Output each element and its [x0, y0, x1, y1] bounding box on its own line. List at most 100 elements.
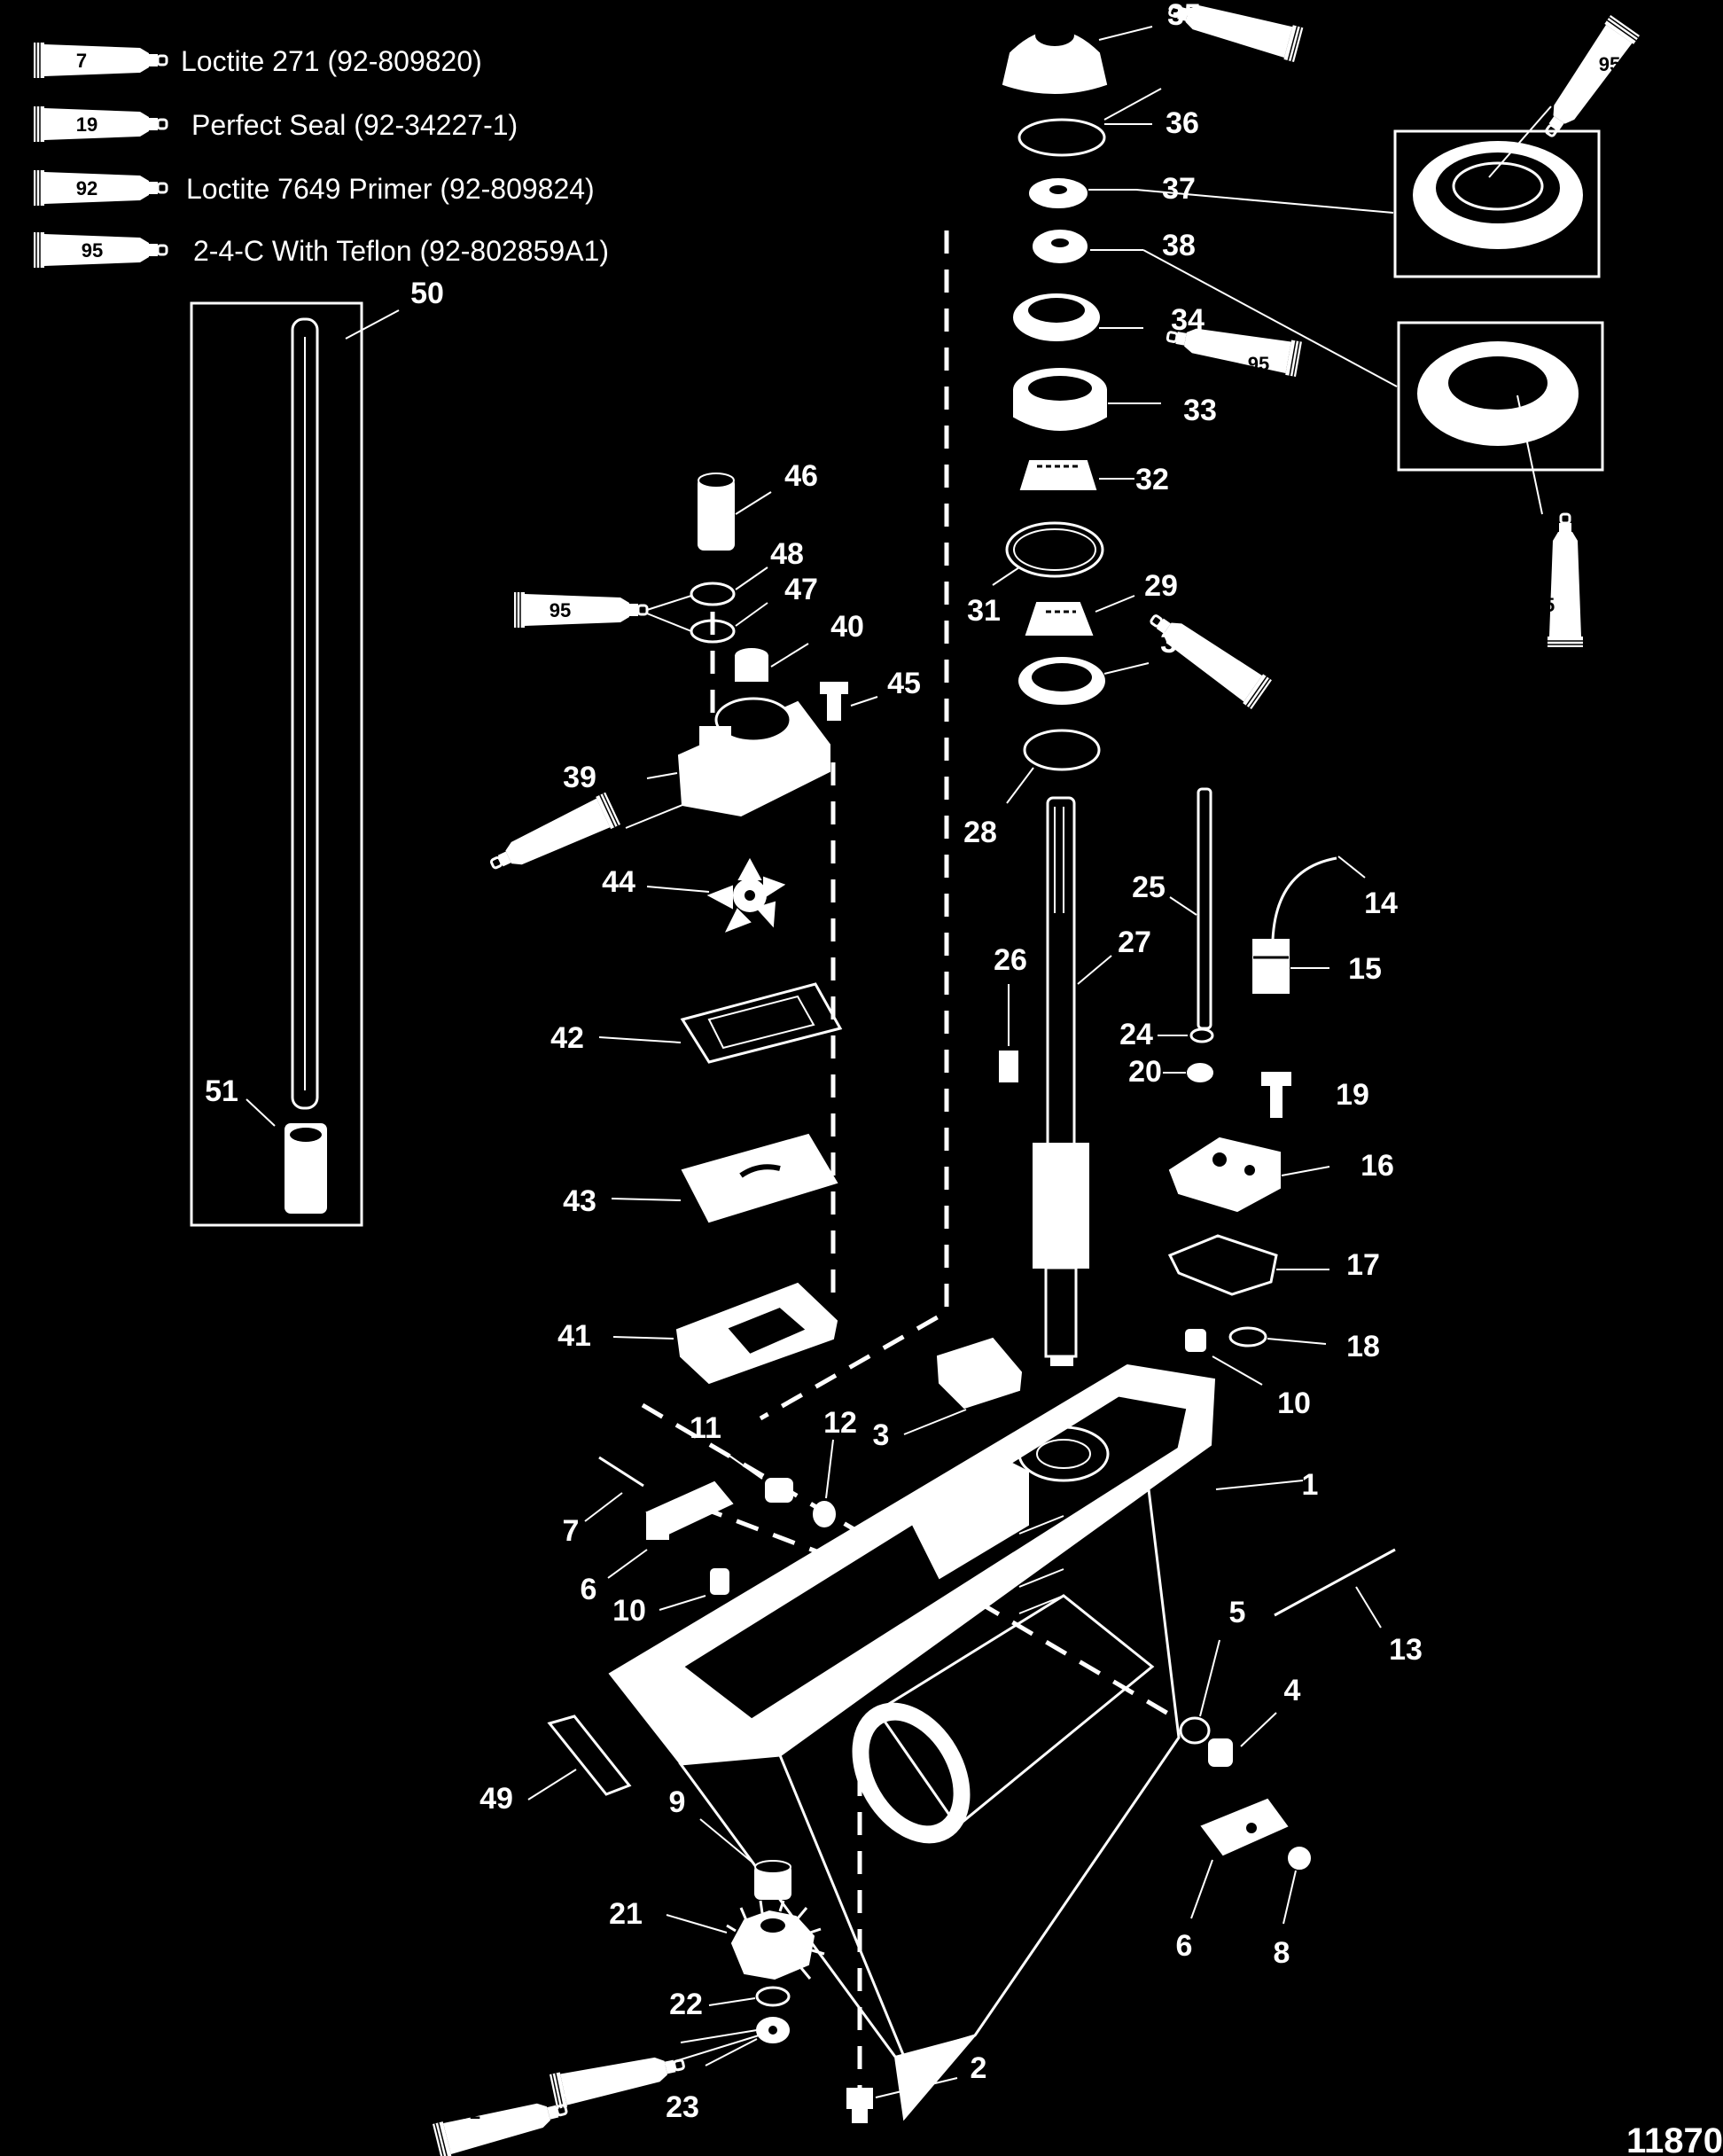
part-7-screw: [598, 1456, 644, 1488]
tube-code: 95: [1195, 711, 1216, 733]
callout-13: 13: [1389, 1633, 1423, 1667]
part-18-oring: [1228, 1326, 1267, 1348]
part-17-gasket: [1167, 1234, 1278, 1296]
part-2-screw: [846, 2088, 873, 2109]
part-25-shift-shaft: [1197, 787, 1212, 1030]
legend-code: 7: [76, 50, 87, 72]
part-27-driveshaft: [1046, 796, 1076, 1163]
sealant-tube-icon: [512, 590, 649, 629]
callout-48: 48: [770, 537, 804, 571]
callout-45: 45: [887, 667, 921, 700]
part-3-block: [936, 1337, 1023, 1410]
callout-9: 9: [669, 1785, 686, 1819]
part-31-ring: [1005, 521, 1104, 578]
part-14-hose: [1271, 856, 1337, 941]
sealant-tube-icon: [1546, 512, 1585, 649]
callout-29: 29: [1144, 569, 1178, 603]
part-27-driveshaft-collar: [1033, 1143, 1089, 1269]
figure-id: 11870: [1626, 2121, 1723, 2156]
callout-8: 8: [1274, 1936, 1290, 1970]
part-11-plug: [765, 1478, 793, 1503]
callout-28: 28: [963, 816, 997, 849]
part-21-pinion-gear: [726, 1900, 825, 1980]
pinion-gear-group: 9 21 22 23 7 92 2: [431, 1785, 987, 2156]
callout-49: 49: [479, 1782, 513, 1816]
tube-code: 95: [550, 856, 571, 879]
callout-26: 26: [994, 943, 1027, 977]
callout-42: 42: [550, 1021, 584, 1055]
legend: 7 Loctite 271 (92-809820) 19 Perfect Sea…: [32, 41, 609, 270]
callout-39: 39: [563, 761, 596, 794]
sealant-tube-icon: [32, 168, 168, 207]
part-13-pin: [1274, 1548, 1396, 1617]
legend-label: Perfect Seal (92-34227-1): [191, 109, 518, 141]
part-10-dowel-pin: [1185, 1329, 1206, 1352]
detail-box-38: [1397, 321, 1604, 472]
kit-frame: [190, 301, 363, 1227]
callout-4: 4: [1284, 1674, 1301, 1707]
legend-item-19: 19 Perfect Seal (92-34227-1): [32, 105, 518, 144]
callout-12: 12: [823, 1406, 857, 1440]
part-22-washer: [755, 1986, 791, 2007]
tube-code: 95: [1533, 594, 1555, 616]
tube-code: 7: [589, 2048, 599, 2070]
tube-code: 95: [1248, 353, 1269, 375]
tube-code: 95: [1236, 53, 1257, 75]
driveshaft-coupler: [285, 1123, 327, 1214]
legend-label: 2-4-C With Teflon (92-802859A1): [193, 235, 609, 267]
part-20-nut: [1187, 1063, 1213, 1082]
driveshaft-rod: [291, 317, 319, 1110]
callout-24: 24: [1119, 1018, 1153, 1051]
detail-views: 95 95: [1135, 13, 1641, 649]
callout-10: 10: [612, 1594, 646, 1628]
part-1-gear-housing: 1: [608, 1363, 1318, 2121]
callout-23: 23: [666, 2090, 699, 2124]
part-10-dowel-pin: [710, 1568, 729, 1595]
sealant-tube-icon: [1532, 13, 1641, 146]
callout-7: 7: [563, 1514, 580, 1548]
callout-51: 51: [205, 1074, 238, 1108]
part-32-bearing: [1019, 460, 1097, 490]
callout-5: 5: [1229, 1596, 1246, 1629]
callout-27: 27: [1118, 926, 1151, 959]
callout-50: 50: [410, 277, 444, 310]
callout-43: 43: [563, 1184, 596, 1218]
callout-31: 31: [967, 594, 1001, 628]
callout-38: 38: [1162, 229, 1196, 262]
callout-41: 41: [557, 1319, 591, 1353]
legend-code: 19: [76, 113, 97, 136]
callout-15: 15: [1348, 952, 1382, 986]
legend-label: Loctite 7649 Primer (92-809824): [186, 173, 595, 205]
callout-16: 16: [1360, 1149, 1394, 1183]
callout-19: 19: [1336, 1078, 1369, 1112]
part-44-impeller: [706, 857, 786, 933]
callout-44: 44: [602, 865, 635, 899]
callout-10: 10: [1277, 1387, 1311, 1420]
housing-hardware: 3 11 12 7 6 10 49 13 5 4: [479, 1337, 1423, 1970]
tube-code: 95: [550, 599, 571, 621]
callout-2: 2: [971, 2051, 987, 2085]
part-24-washer: [1189, 1027, 1214, 1043]
part-42-gasket: [680, 982, 843, 1064]
sealant-tube-icon: [431, 2090, 572, 2156]
part-15-fitting: [1252, 939, 1290, 994]
part-5-washer: [1179, 1716, 1211, 1745]
part-16-shift-block: [1168, 1137, 1281, 1213]
callout-18: 18: [1346, 1330, 1380, 1363]
part-19-screw: [1270, 1081, 1283, 1118]
callout-36: 36: [1166, 106, 1199, 140]
tube-code: 92: [459, 2101, 480, 2123]
callout-22: 22: [669, 1988, 703, 2021]
callout-32: 32: [1135, 463, 1169, 496]
callout-20: 20: [1128, 1055, 1162, 1089]
legend-item-95: 95 2-4-C With Teflon (92-802859A1): [32, 230, 609, 270]
water-pump-assembly: 46 48 47 95 40 45 39 95: [483, 459, 921, 1385]
legend-code: 92: [76, 177, 97, 199]
part-6-anode: [1200, 1798, 1289, 1856]
tube-code: 95: [1599, 53, 1620, 75]
sealant-tube-icon: [32, 105, 168, 144]
callout-11: 11: [690, 1411, 721, 1445]
callout-33: 33: [1183, 394, 1217, 427]
